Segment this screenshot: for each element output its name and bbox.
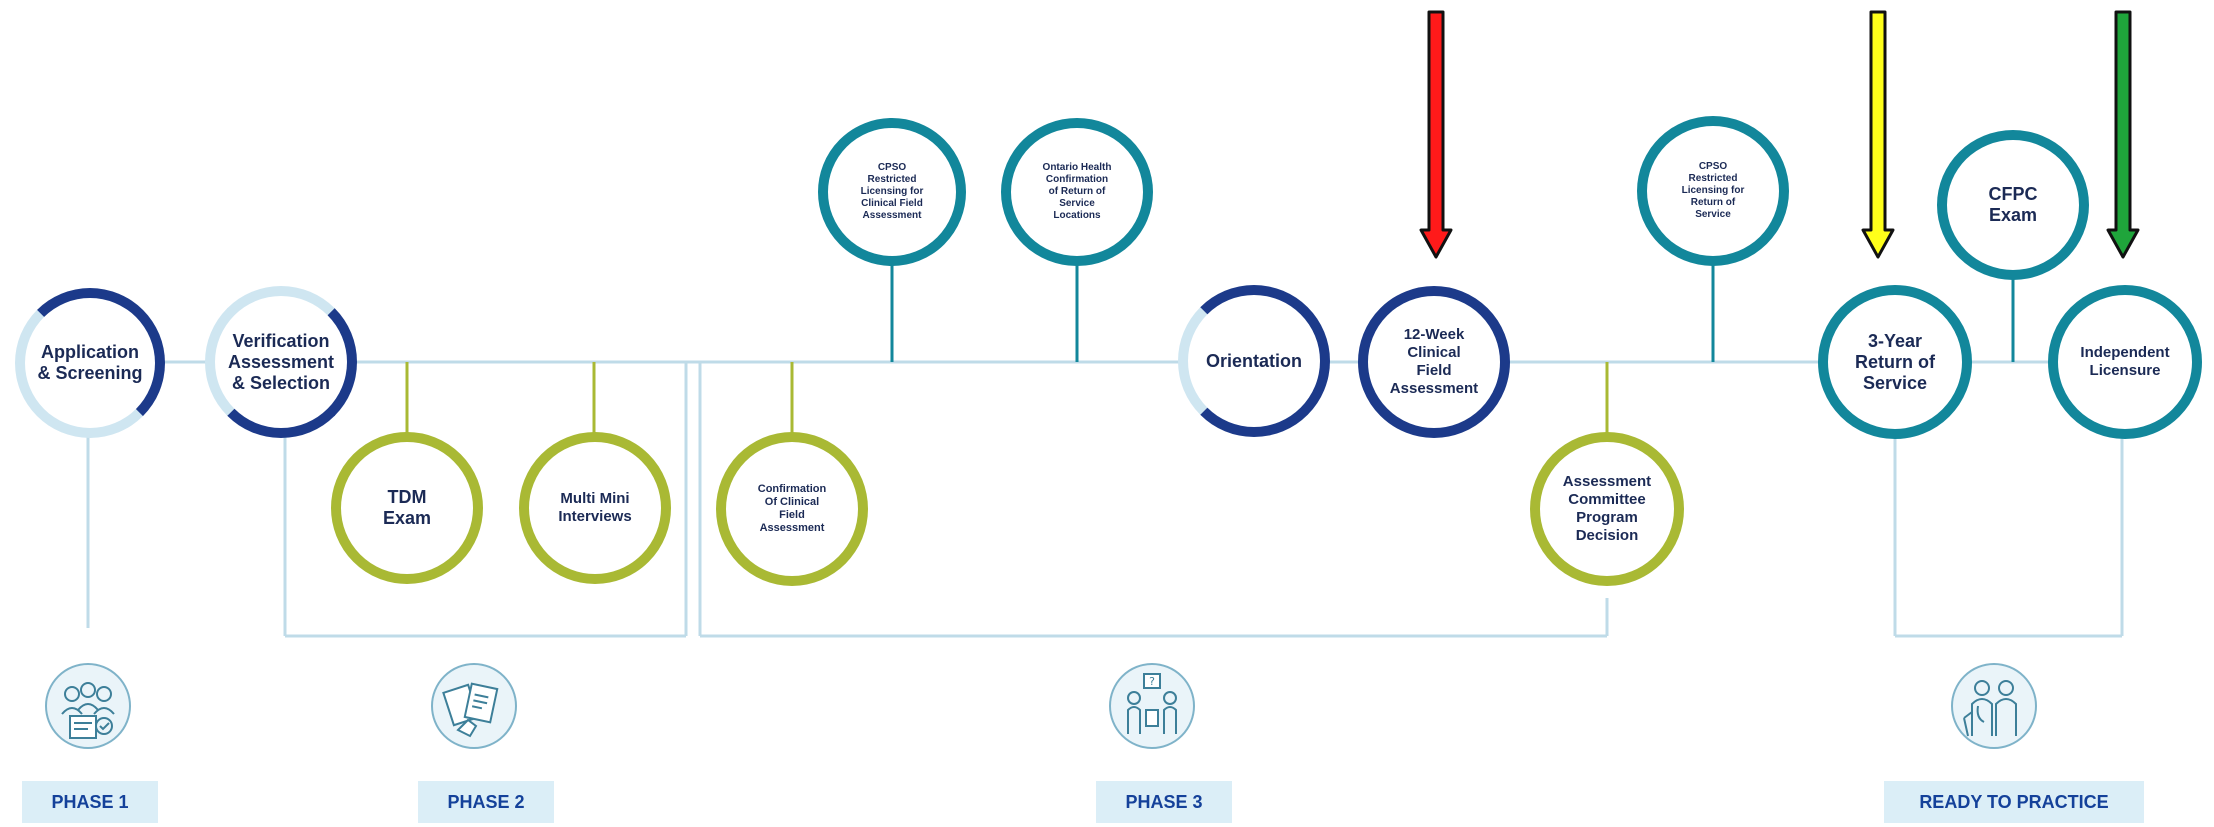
yellow-arrow [1861,10,1895,259]
documents-review-icon [431,663,517,749]
node-orientation: Orientation [1178,285,1330,437]
phase-1-label: PHASE 1 [22,781,158,823]
node-12-week-assessment: 12-Week Clinical Field Assessment [1358,286,1510,438]
node-cfpc-exam: CFPC Exam [1937,130,2089,280]
applicants-group-icon [45,663,131,749]
node-independent-licensure: Independent Licensure [2048,285,2202,439]
node-application: Application & Screening [15,288,165,438]
node-tdm-exam: TDM Exam [331,432,483,584]
phase-2-label: PHASE 2 [418,781,554,823]
node-cpso-restricted-ros: CPSO Restricted Licensing for Return of … [1637,116,1789,266]
red-arrow [1419,10,1453,259]
consultation-icon: ? [1109,663,1195,749]
node-cpso-restricted-cfa: CPSO Restricted Licensing for Clinical F… [818,118,966,266]
node-ontario-health-confirmation: Ontario Health Confirmation of Return of… [1001,118,1153,266]
svg-text:?: ? [1149,675,1155,688]
node-multi-mini-interviews: Multi Mini Interviews [519,432,671,584]
node-3-year-return-of-service: 3-Year Return of Service [1818,285,1972,439]
node-verification: Verification Assessment & Selection [205,286,357,438]
phase-3-label: PHASE 3 [1096,781,1232,823]
ready-to-practice-label: READY TO PRACTICE [1884,781,2144,823]
node-assessment-committee: Assessment Committee Program Decision [1530,432,1684,586]
node-confirmation-cfa: Confirmation Of Clinical Field Assessmen… [716,432,868,586]
green-arrow [2106,10,2140,259]
doctors-practice-icon [1951,663,2037,749]
